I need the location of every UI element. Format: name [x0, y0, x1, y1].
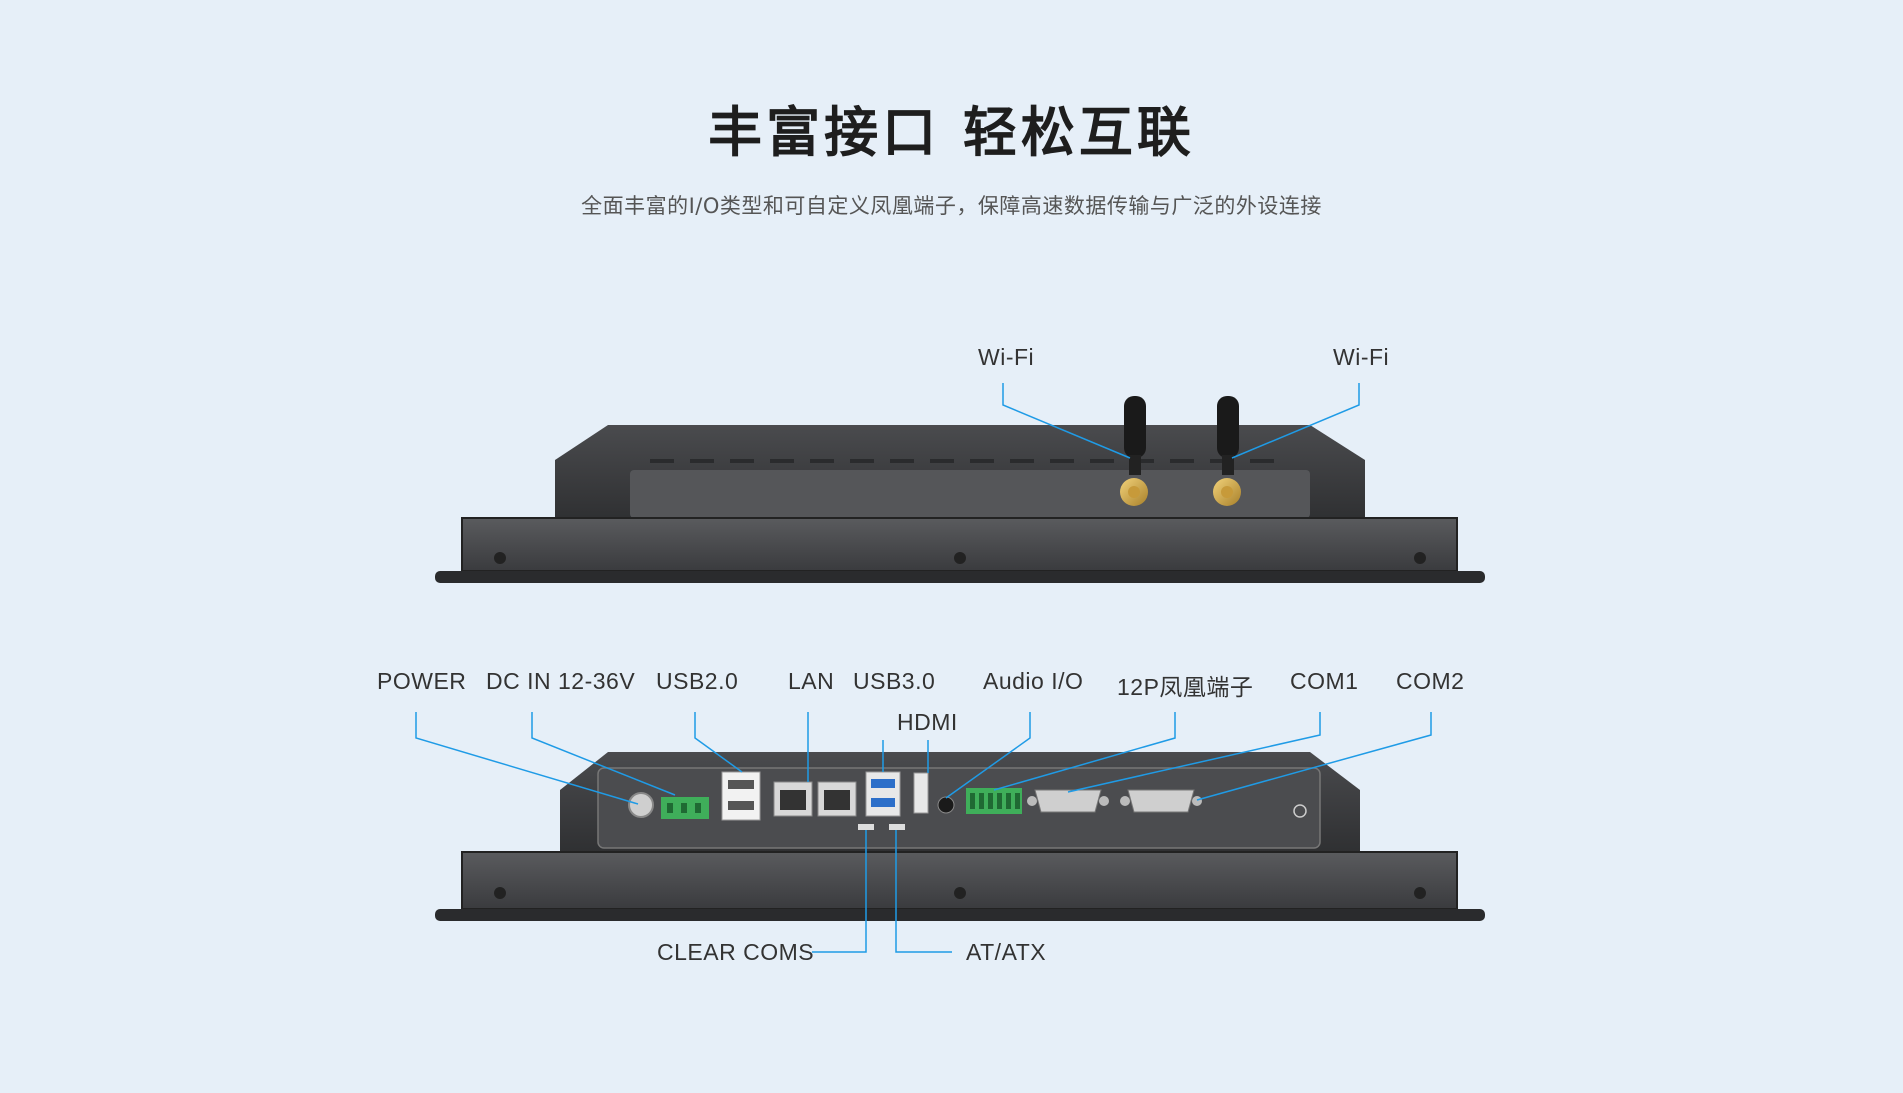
clear-coms-switch-icon	[858, 824, 874, 830]
label-usb3: USB3.0	[853, 668, 936, 694]
com1-port-icon	[1027, 789, 1109, 813]
top-screws	[494, 552, 1426, 564]
bottom-leader-lines	[415, 712, 1432, 953]
usb2-ports-icon	[721, 771, 761, 821]
phoenix-terminal-icon	[966, 788, 1022, 814]
label-usb2: USB2.0	[656, 668, 739, 694]
label-phoenix: 12P凤凰端子	[1117, 674, 1254, 700]
page-subtitle: 全面丰富的I/O类型和可自定义凤凰端子，保障高速数据传输与广泛的外设连接	[581, 194, 1322, 218]
label-clear-coms: CLEAR COMS	[657, 939, 815, 965]
bottom-front-flange	[461, 851, 1458, 910]
audio-jack-icon	[937, 796, 955, 814]
label-at-atx: AT/ATX	[966, 939, 1047, 965]
antenna-right-icon	[1213, 396, 1241, 506]
ground-icon	[1293, 804, 1307, 818]
usb3-ports-icon	[865, 771, 901, 817]
bottom-bezel-edge	[435, 909, 1485, 921]
page-title: 丰富接口 轻松互联	[708, 101, 1195, 164]
antenna-left-icon	[1120, 396, 1148, 506]
label-power: POWER	[377, 668, 467, 694]
label-lan: LAN	[788, 668, 835, 694]
top-bezel-edge	[435, 571, 1485, 583]
bottom-screws	[494, 887, 1426, 899]
label-wifi-left: Wi-Fi	[978, 344, 1035, 370]
power-button-icon	[628, 792, 654, 818]
lan-ports-icon	[773, 781, 857, 817]
label-dc-in: DC IN 12-36V	[486, 668, 636, 694]
hdmi-port-icon	[913, 772, 929, 814]
label-com1: COM1	[1290, 668, 1359, 694]
label-wifi-right: Wi-Fi	[1333, 344, 1390, 370]
bottom-view-device	[415, 712, 1485, 953]
label-com2: COM2	[1396, 668, 1465, 694]
label-hdmi: HDMI	[897, 709, 958, 735]
com2-port-icon	[1120, 789, 1202, 813]
top-rear-panel	[630, 470, 1310, 518]
at-atx-switch-icon	[889, 824, 905, 830]
label-audio: Audio I/O	[983, 668, 1084, 694]
top-view-device	[435, 383, 1485, 583]
top-leader-lines	[1002, 383, 1360, 459]
